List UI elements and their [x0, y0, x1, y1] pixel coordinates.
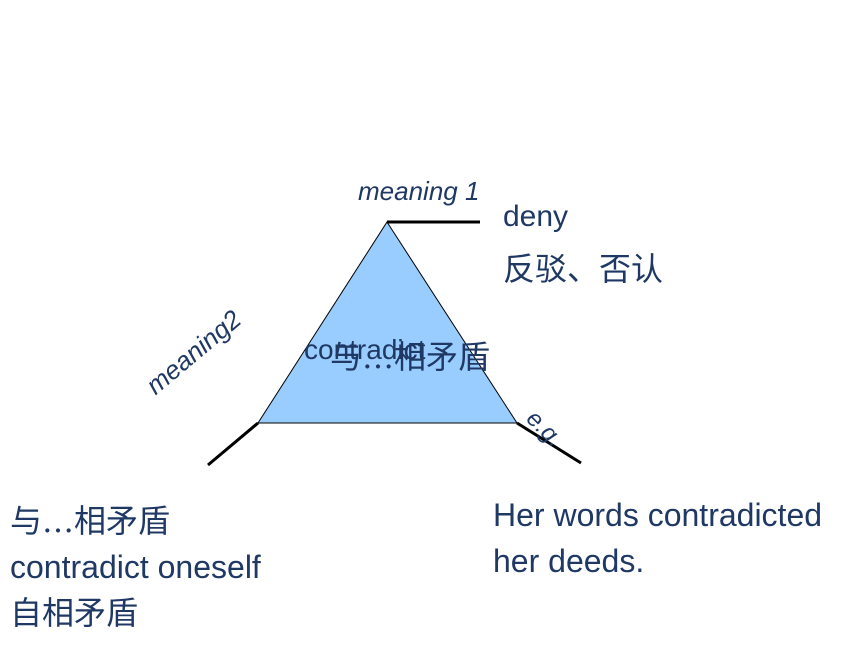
example-block: Her words contradicted her deeds. [493, 492, 822, 584]
meaning2-phrase: contradict oneself [10, 549, 261, 585]
example-sentence-line-2: her deeds. [493, 543, 645, 579]
meaning1-label: meaning 1 [358, 176, 480, 206]
meaning-triangle [257, 221, 518, 424]
meaning1-definition-zh: 反驳、否认 [503, 250, 664, 288]
meaning1-definition-en: deny [503, 200, 569, 233]
meaning2-definition-zh: 与…相矛盾 [10, 502, 171, 540]
meaning2-connector [207, 421, 259, 467]
center-word-zh: 与…相矛盾 [330, 338, 491, 376]
example-connector [516, 421, 582, 465]
center-word: contradict [304, 334, 426, 365]
meaning2-block: 与…相矛盾 contradict oneself 自相矛盾 [10, 498, 261, 636]
meaning2-phrase-zh: 自相矛盾 [10, 594, 139, 632]
example-sentence-line-1: Her words contradicted [493, 497, 823, 533]
